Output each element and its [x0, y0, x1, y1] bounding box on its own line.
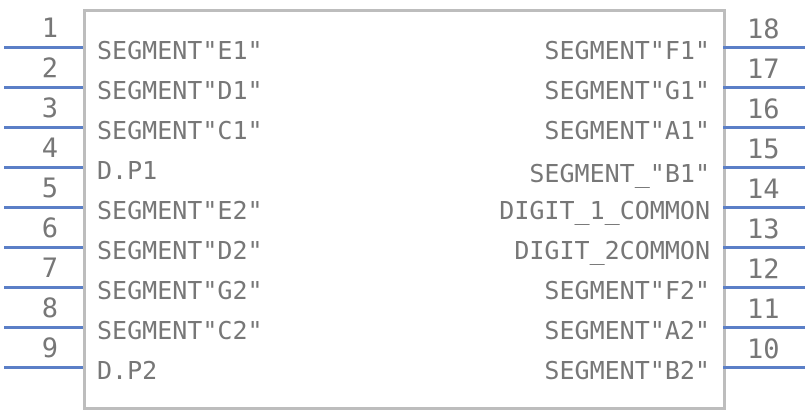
pin-number-4: 4 [41, 133, 58, 164]
pin-line-right-13 [723, 246, 805, 249]
pin-line-right-17 [723, 86, 805, 89]
pin-label-18: SEGMENT"F1" [544, 36, 710, 65]
pin-label-6: SEGMENT"D2" [97, 236, 263, 265]
pin-line-left-7 [4, 286, 83, 289]
pin-line-left-9 [4, 366, 83, 369]
pin-line-right-16 [723, 126, 805, 129]
pin-line-left-3 [4, 126, 83, 129]
pin-line-right-12 [723, 286, 805, 289]
pin-number-12: 12 [747, 254, 780, 285]
pin-label-14: DIGIT_1_COMMON [499, 196, 710, 225]
pin-number-3: 3 [41, 93, 58, 124]
pin-number-5: 5 [41, 173, 58, 204]
pin-line-left-8 [4, 326, 83, 329]
pin-label-15: SEGMENT_"B1" [529, 159, 710, 188]
pin-label-17: SEGMENT"G1" [544, 76, 710, 105]
pin-line-right-11 [723, 326, 805, 329]
pin-number-11: 11 [747, 294, 780, 325]
pin-line-left-2 [4, 86, 83, 89]
pin-label-4: D.P1 [97, 156, 158, 185]
pin-number-6: 6 [41, 213, 58, 244]
pin-number-9: 9 [41, 333, 58, 364]
pin-label-1: SEGMENT"E1" [97, 36, 263, 65]
pin-label-7: SEGMENT"G2" [97, 276, 263, 305]
pin-line-left-6 [4, 246, 83, 249]
pin-line-right-15 [723, 166, 805, 169]
pin-number-16: 16 [747, 94, 780, 125]
component-body [83, 9, 726, 410]
pin-label-12: SEGMENT"F2" [544, 276, 710, 305]
pin-line-right-14 [723, 206, 805, 209]
pin-number-18: 18 [747, 14, 780, 45]
pin-number-17: 17 [747, 54, 780, 85]
pin-label-8: SEGMENT"C2" [97, 316, 263, 345]
pin-label-16: SEGMENT"A1" [544, 116, 710, 145]
pin-number-13: 13 [747, 214, 780, 245]
pin-line-left-5 [4, 206, 83, 209]
pin-line-right-18 [723, 46, 805, 49]
pin-label-11: SEGMENT"A2" [544, 316, 710, 345]
pin-number-1: 1 [41, 13, 58, 44]
pin-number-14: 14 [747, 174, 780, 205]
pin-label-10: SEGMENT"B2" [544, 356, 710, 385]
pin-label-5: SEGMENT"E2" [97, 196, 263, 225]
pin-line-right-10 [723, 366, 805, 369]
pin-label-13: DIGIT_2COMMON [514, 236, 710, 265]
pin-number-10: 10 [747, 334, 780, 365]
pin-line-left-1 [4, 46, 83, 49]
pin-label-2: SEGMENT"D1" [97, 76, 263, 105]
pin-label-9: D.P2 [97, 356, 158, 385]
pin-number-2: 2 [41, 53, 58, 84]
pin-number-7: 7 [41, 253, 58, 284]
pin-line-left-4 [4, 166, 83, 169]
pin-label-3: SEGMENT"C1" [97, 116, 263, 145]
pin-number-15: 15 [747, 134, 780, 165]
pin-number-8: 8 [41, 293, 58, 324]
